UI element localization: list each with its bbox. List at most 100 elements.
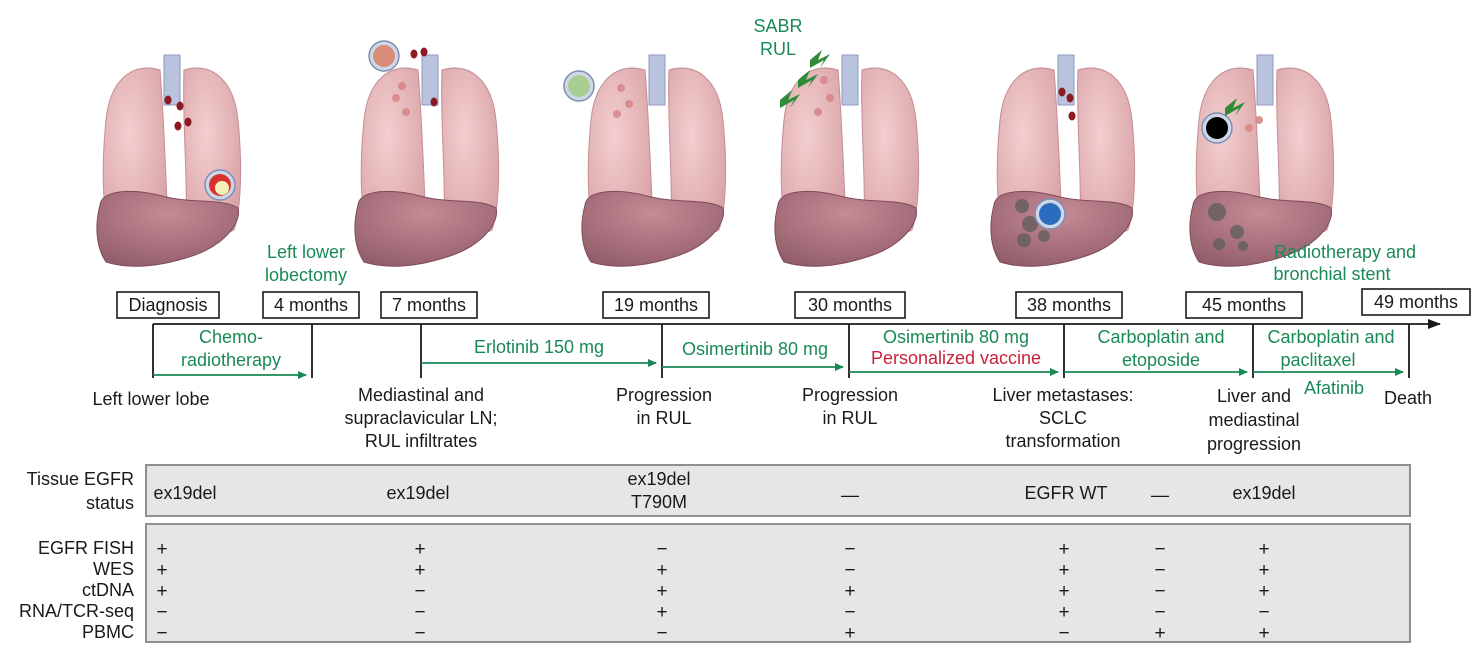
assay-cell: + bbox=[1058, 602, 1069, 623]
sabr-annotation-line1: SABR bbox=[753, 16, 802, 36]
assay-cell: + bbox=[1058, 560, 1069, 581]
timeline-axis bbox=[152, 319, 1441, 378]
liver-metastasis bbox=[1208, 203, 1226, 221]
radiation-bolt bbox=[780, 90, 800, 108]
radiation-bolt bbox=[798, 70, 818, 88]
treatments: Chemo- radiotherapy Erlotinib 150 mg Osi… bbox=[153, 327, 1404, 398]
liver bbox=[354, 190, 497, 267]
assay-cell: − bbox=[1154, 560, 1165, 581]
timepoint-label-45-months: 45 months bbox=[1202, 295, 1286, 315]
timepoint-box-38-months bbox=[1015, 291, 1123, 319]
event-liver-mets-line2: SCLC bbox=[1039, 408, 1087, 428]
assay-cell: + bbox=[1258, 539, 1269, 560]
assay-cell: − bbox=[1258, 602, 1269, 623]
assay-cell: − bbox=[1154, 602, 1165, 623]
assay-cell: − bbox=[1058, 623, 1069, 644]
clinical-events: Left lower lobe Mediastinal and supracla… bbox=[92, 385, 1432, 454]
lymph-node bbox=[1066, 93, 1074, 103]
lung-illustration bbox=[96, 54, 242, 267]
timepoint-label-19-months: 19 months bbox=[614, 295, 698, 315]
left-lung bbox=[1276, 67, 1335, 235]
treatment-label-afatinib: Afatinib bbox=[1304, 378, 1364, 398]
assay-cell: − bbox=[414, 581, 425, 602]
treatment-label-carbo-etoposide-line1: Carboplatin and bbox=[1097, 327, 1224, 347]
lung-lesion bbox=[814, 108, 822, 116]
lymph-node bbox=[174, 121, 182, 131]
assay-cell: − bbox=[656, 539, 667, 560]
tissue-row-label-line1: Tissue EGFR bbox=[27, 469, 134, 489]
trachea bbox=[841, 54, 859, 106]
assay-cell: + bbox=[1258, 581, 1269, 602]
liver-metastasis bbox=[1038, 230, 1050, 242]
lung-lesion bbox=[613, 110, 621, 118]
event-progression-2-line1: Progression bbox=[802, 385, 898, 405]
tissue-egfr-panel: Tissue EGFR status ex19del ex19del ex19d… bbox=[27, 464, 1411, 517]
tissue-cell-38-months: EGFR WT bbox=[1025, 483, 1108, 503]
tissue-cell-7-months: ex19del bbox=[386, 483, 449, 503]
timepoint-label-38-months: 38 months bbox=[1027, 295, 1111, 315]
tissue-cell-41-months: — bbox=[1151, 485, 1169, 505]
lymph-node bbox=[430, 97, 438, 107]
timepoint-box-7-months bbox=[380, 291, 478, 319]
assay-cell: − bbox=[1154, 581, 1165, 602]
event-mediastinal-line3: RUL infiltrates bbox=[365, 431, 477, 451]
trachea bbox=[648, 54, 666, 106]
treatment-label-erlotinib: Erlotinib 150 mg bbox=[474, 337, 604, 357]
radiation-bolt bbox=[1225, 98, 1245, 116]
left-lung bbox=[668, 67, 727, 235]
timepoint-box-4-months bbox=[262, 291, 360, 319]
event-progression-2-line2: in RUL bbox=[822, 408, 877, 428]
assay-cell: − bbox=[156, 623, 167, 644]
event-mediastinal-line1: Mediastinal and bbox=[358, 385, 484, 405]
lung-illustrations bbox=[96, 40, 1335, 267]
tissue-panel-box bbox=[145, 464, 1411, 517]
lung-lesion bbox=[820, 76, 828, 84]
treatment-label-chemo-line1: Chemo- bbox=[199, 327, 263, 347]
tumor-marker-core bbox=[215, 181, 229, 195]
radiation-bolt bbox=[810, 50, 830, 68]
surgery-annotation-line2: lobectomy bbox=[265, 265, 347, 285]
trachea bbox=[1256, 54, 1274, 106]
tumor-marker-inner bbox=[373, 45, 395, 67]
lymph-node bbox=[1068, 111, 1076, 121]
timepoint-box-30-months bbox=[794, 291, 906, 319]
event-mediastinal-line2: supraclavicular LN; bbox=[344, 408, 497, 428]
lymph-node bbox=[184, 117, 192, 127]
lung-lesion bbox=[398, 82, 406, 90]
timepoint-label-49-months: 49 months bbox=[1374, 292, 1458, 312]
surgery-annotation-line1: Left lower bbox=[267, 242, 345, 262]
assay-cell: + bbox=[1154, 623, 1165, 644]
lung-lesion bbox=[1245, 124, 1253, 132]
treatment-label-chemo-line2: radiotherapy bbox=[181, 350, 281, 370]
lung-illustration bbox=[990, 54, 1136, 267]
lung-lesion bbox=[625, 100, 633, 108]
lymph-node bbox=[410, 49, 418, 59]
assay-cell: + bbox=[1058, 539, 1069, 560]
lung-lesion bbox=[826, 94, 834, 102]
timepoint-box-diagnosis bbox=[116, 291, 220, 319]
lung-illustration bbox=[774, 50, 920, 267]
assay-row-label: RNA/TCR-seq bbox=[19, 601, 134, 621]
timepoint-box-45-months bbox=[1185, 291, 1303, 319]
liver-metastasis bbox=[1238, 241, 1248, 251]
lymph-node bbox=[176, 101, 184, 111]
tissue-cell-45-months: ex19del bbox=[1232, 483, 1295, 503]
treatment-label-osimertinib-2: Osimertinib 80 mg bbox=[883, 327, 1029, 347]
trachea bbox=[421, 54, 439, 106]
event-liver-mets-line1: Liver metastases: bbox=[992, 385, 1133, 405]
timepoint-box-19-months bbox=[602, 291, 710, 319]
tissue-cell-30-months: — bbox=[841, 485, 859, 505]
assay-cell: − bbox=[844, 560, 855, 581]
timepoint-label-diagnosis: Diagnosis bbox=[128, 295, 207, 315]
liver bbox=[581, 190, 724, 267]
lung-illustration bbox=[354, 40, 500, 267]
assay-cell: + bbox=[844, 581, 855, 602]
assay-cell: + bbox=[414, 560, 425, 581]
trachea bbox=[163, 54, 181, 106]
assay-cell: + bbox=[156, 581, 167, 602]
event-progression-1-line1: Progression bbox=[616, 385, 712, 405]
event-progression-1-line2: in RUL bbox=[636, 408, 691, 428]
event-death: Death bbox=[1384, 388, 1432, 408]
assay-cell: + bbox=[156, 539, 167, 560]
